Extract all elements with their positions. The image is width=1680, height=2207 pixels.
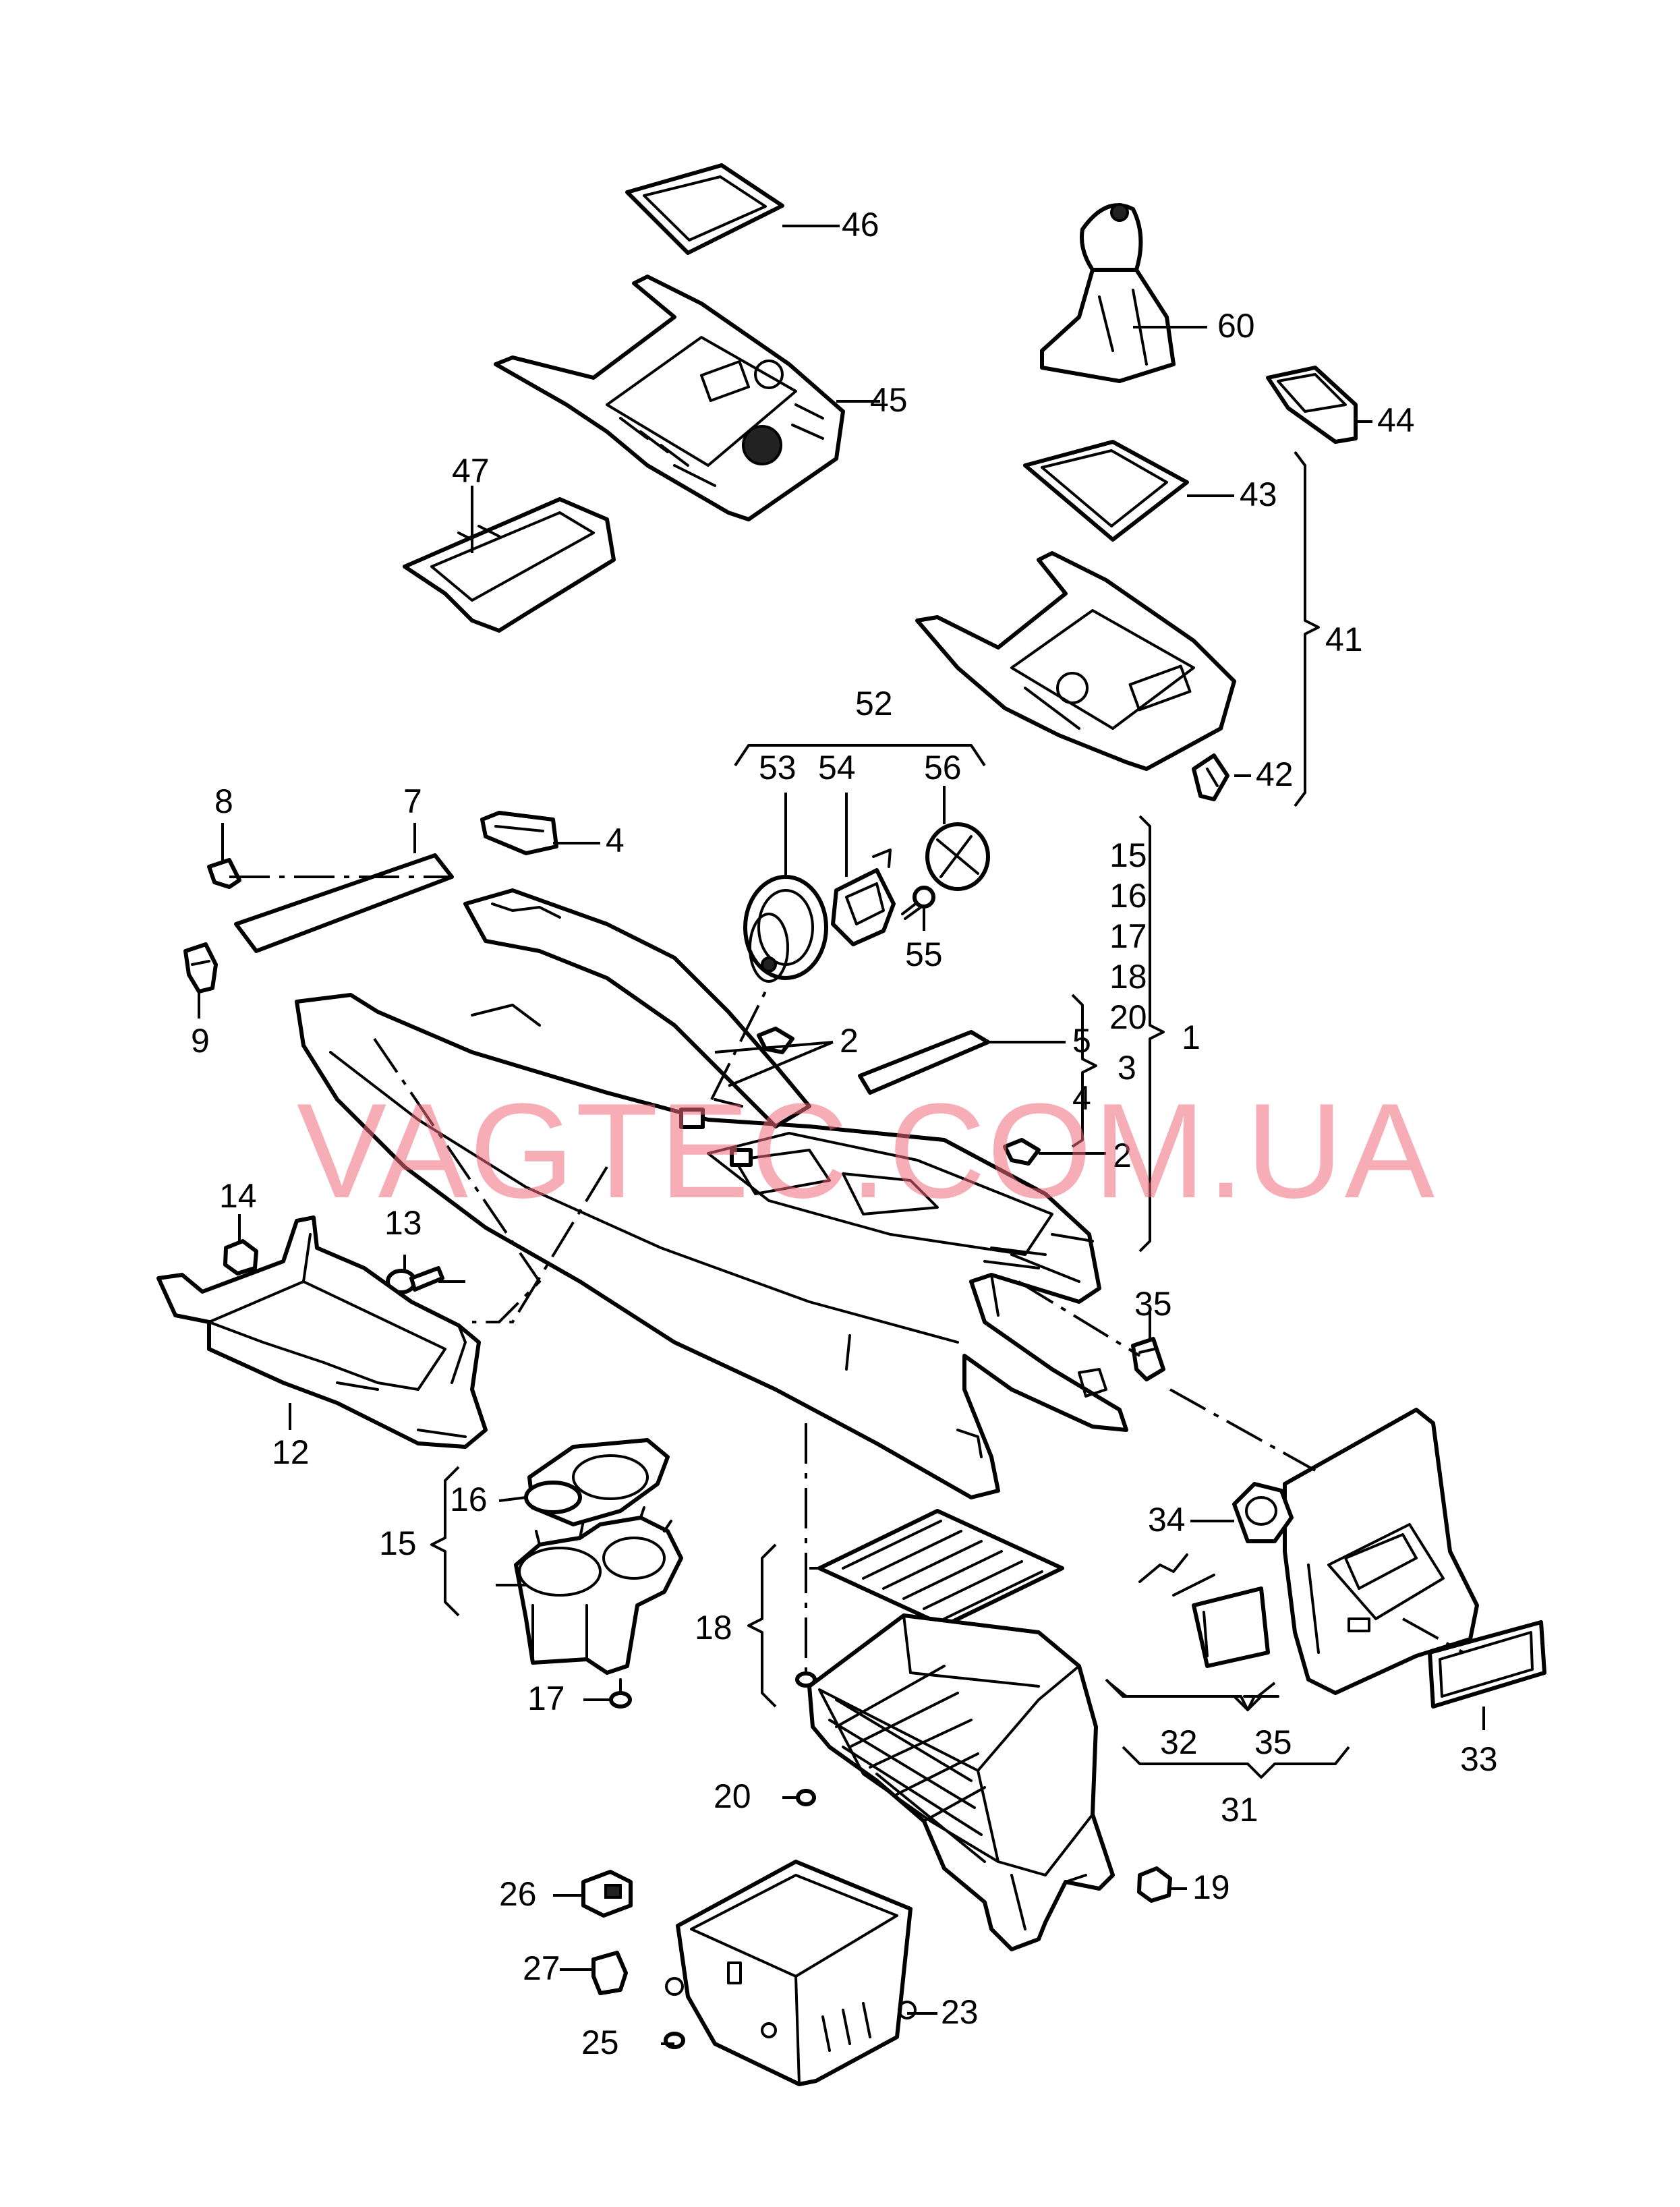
label-20: 20 — [714, 1777, 751, 1815]
label-53: 53 — [759, 749, 796, 786]
brace-15 — [430, 1466, 460, 1617]
label-35-upper: 35 — [1134, 1285, 1172, 1323]
label-7: 7 — [403, 782, 422, 820]
part-42-clip — [1192, 753, 1229, 801]
part-33-insert — [1428, 1620, 1546, 1709]
part-17-screw — [609, 1678, 632, 1709]
part-27-bracket — [591, 1951, 628, 1995]
part-7-trim-strip — [234, 853, 454, 953]
part-20-screw-lower — [796, 1789, 816, 1806]
brace-52 — [734, 744, 986, 767]
part-56-cover-cap — [925, 822, 990, 891]
label-2-upper: 2 — [840, 1022, 859, 1060]
label-43: 43 — [1240, 476, 1277, 513]
label-41: 41 — [1325, 621, 1363, 658]
label-18-top: 18 — [1109, 958, 1147, 996]
label-4-mid: 4 — [1072, 1079, 1091, 1117]
label-15-top: 15 — [1109, 836, 1147, 874]
label-52: 52 — [855, 685, 893, 722]
part-35-clip — [1131, 1337, 1165, 1381]
brace-41 — [1294, 451, 1320, 807]
part-console-clips — [679, 1108, 753, 1167]
label-2-lower: 2 — [1113, 1137, 1132, 1174]
part-labels: 46 45 47 60 44 43 41 42 52 53 54 56 55 4… — [191, 206, 1498, 2061]
part-46-trim-frame — [625, 163, 784, 255]
part-60-gear-knob-gaiter — [1040, 203, 1176, 383]
assembly-lines — [229, 876, 1464, 1673]
label-9: 9 — [191, 1022, 210, 1060]
label-23: 23 — [941, 1993, 979, 2031]
label-34: 34 — [1148, 1501, 1186, 1539]
part-15-cupholder — [514, 1506, 683, 1675]
label-17-top: 17 — [1109, 917, 1147, 955]
part-12-mounting-bracket — [156, 1215, 488, 1449]
leader-lines — [198, 225, 1485, 2045]
label-1: 1 — [1182, 1019, 1200, 1056]
brace-1 — [1138, 815, 1165, 1253]
label-42: 42 — [1256, 755, 1294, 793]
part-43-trim-frame — [1023, 440, 1189, 542]
label-3: 3 — [1118, 1049, 1136, 1087]
part-47-storage-insert — [403, 497, 616, 633]
label-14: 14 — [219, 1177, 257, 1215]
part-13-bolt — [386, 1266, 444, 1294]
label-8: 8 — [214, 782, 233, 820]
part-32-spring — [1138, 1553, 1215, 1597]
label-12: 12 — [272, 1433, 310, 1471]
part-26-switch — [581, 1870, 633, 1918]
label-13: 13 — [384, 1204, 422, 1242]
part-16-cupholder-cover — [524, 1438, 670, 1526]
label-27: 27 — [523, 1949, 560, 1987]
label-16: 16 — [450, 1481, 488, 1518]
part-19-nut — [1137, 1866, 1172, 1903]
part-14-nut — [223, 1239, 258, 1276]
label-15: 15 — [379, 1524, 417, 1562]
part-53-rotary-knob — [743, 875, 828, 983]
label-17: 17 — [527, 1680, 565, 1717]
label-33: 33 — [1460, 1740, 1498, 1778]
part-4-cover — [480, 811, 558, 855]
label-54: 54 — [818, 749, 856, 786]
label-44: 44 — [1377, 401, 1415, 439]
part-18-storage-box — [807, 1613, 1115, 1951]
label-25: 25 — [581, 2024, 619, 2061]
part-23-storage-bin — [665, 1860, 917, 2086]
part-32-cover-flap — [1192, 1586, 1270, 1668]
label-18: 18 — [695, 1609, 732, 1646]
part-44-trim-insert — [1266, 366, 1358, 444]
label-55: 55 — [905, 936, 943, 973]
label-26: 26 — [499, 1875, 537, 1913]
part-41-console-trim-panel — [915, 551, 1236, 771]
part-54-switch-housing — [831, 849, 896, 946]
brace-31 — [1122, 1746, 1350, 1779]
label-47: 47 — [452, 452, 490, 490]
label-5: 5 — [1072, 1022, 1091, 1060]
part-8-clip — [207, 858, 241, 889]
watermark: VAGTEC.COM.UA — [297, 1076, 1436, 1226]
label-35-lower: 35 — [1254, 1723, 1292, 1761]
part-20-screw-upper — [795, 1671, 817, 1688]
group-braces — [430, 451, 1350, 1779]
label-20-top: 20 — [1109, 998, 1147, 1036]
part-55-screw — [901, 886, 935, 920]
part-1-center-console — [295, 888, 1128, 1499]
label-60: 60 — [1217, 307, 1255, 345]
part-9-clip — [183, 942, 218, 994]
label-46: 46 — [842, 206, 879, 243]
brace-3 — [1071, 994, 1097, 1148]
part-18-mat-insert — [817, 1509, 1064, 1628]
part-34-socket — [1232, 1482, 1294, 1543]
label-19: 19 — [1192, 1868, 1230, 1906]
part-2-clip-nut-lower — [1003, 1138, 1041, 1166]
label-4-top: 4 — [606, 822, 625, 859]
label-16-top: 16 — [1109, 877, 1147, 915]
part-45-console-trim-panel — [494, 275, 845, 521]
label-56: 56 — [924, 749, 962, 786]
label-32: 32 — [1160, 1723, 1198, 1761]
brace-18 — [747, 1543, 777, 1708]
label-45: 45 — [870, 381, 908, 419]
label-31: 31 — [1221, 1791, 1258, 1829]
